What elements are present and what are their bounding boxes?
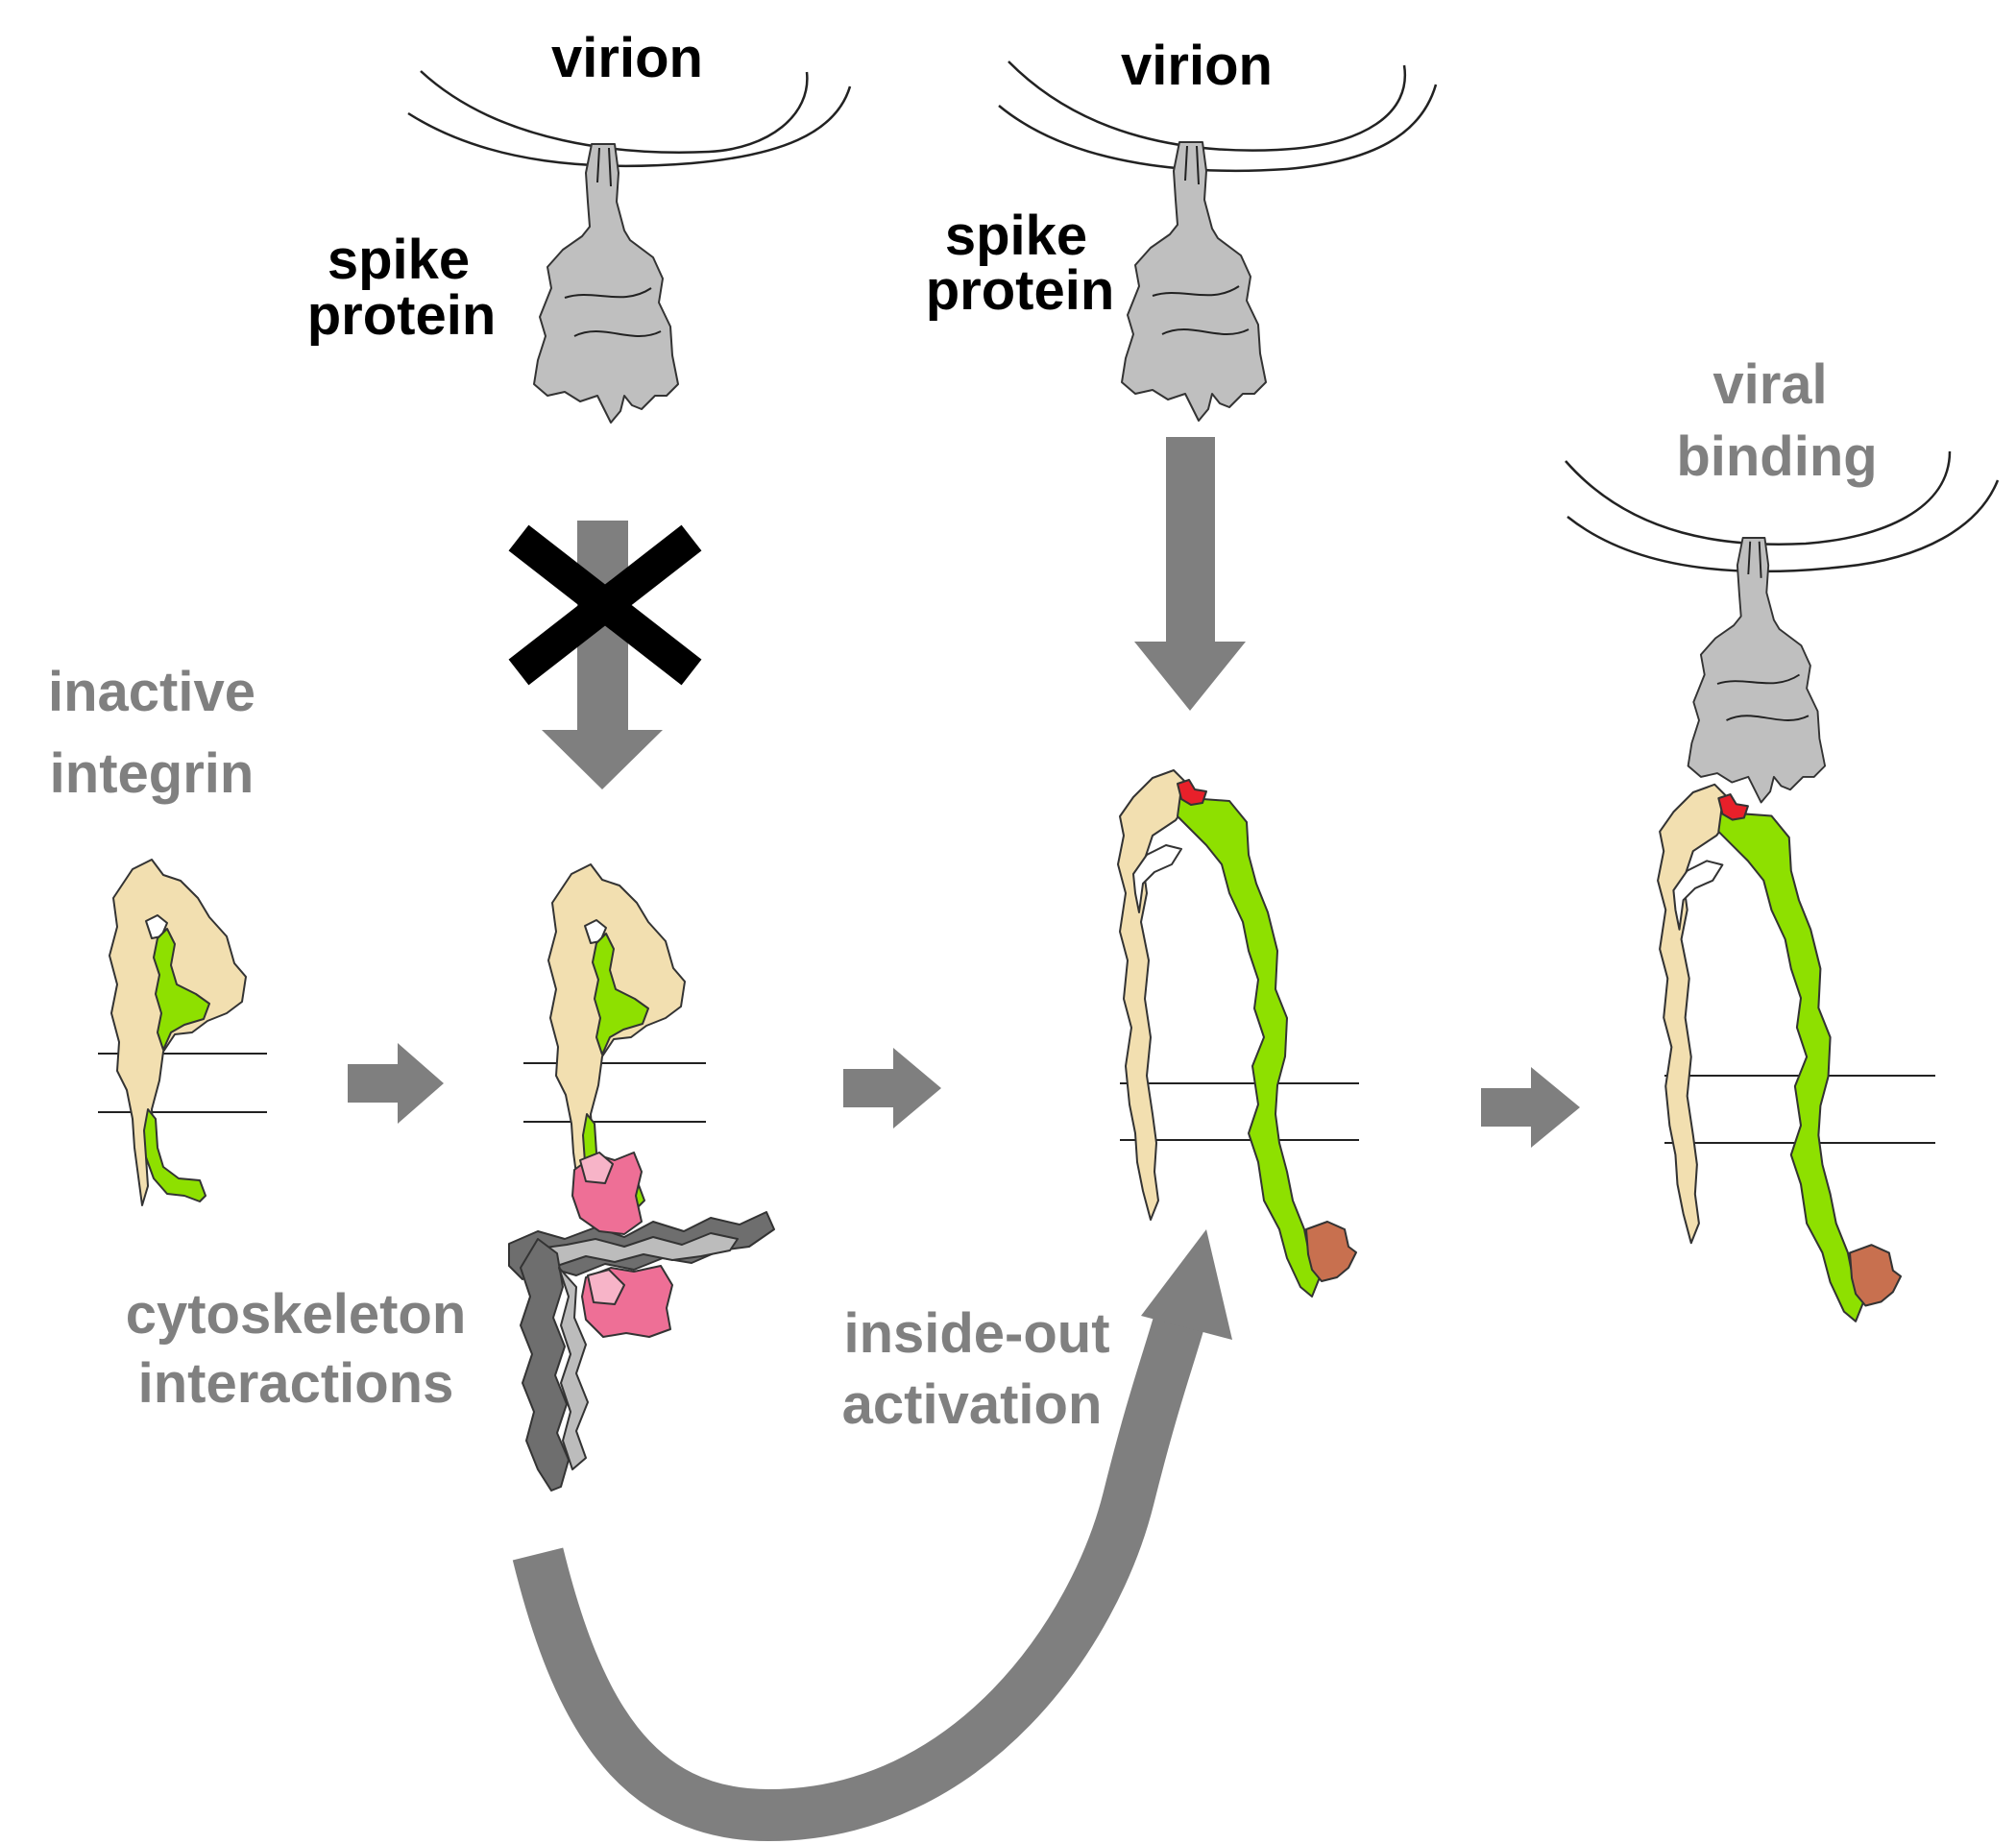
virion-middle-label: virion bbox=[1121, 35, 1273, 97]
spike-middle-label-line1: spike bbox=[945, 205, 1087, 267]
inactive-integrin-label-line2: integrin bbox=[50, 742, 255, 805]
virion-middle: virion spike protein bbox=[926, 35, 1438, 422]
actin-filaments bbox=[508, 1211, 775, 1492]
virion-right-membrane-outer bbox=[1565, 450, 1952, 546]
bent-integrin-center bbox=[547, 863, 686, 1211]
virion-right-membrane-inner bbox=[1567, 479, 2000, 573]
spike-protein-left bbox=[533, 143, 679, 424]
inside-out-arrow-head bbox=[1141, 1229, 1232, 1340]
inside-out-arrow-curve bbox=[512, 1313, 1204, 1842]
spike-protein-middle bbox=[1121, 141, 1267, 422]
virion-middle-membrane-inner bbox=[998, 84, 1438, 173]
virion-left: virion spike protein bbox=[307, 27, 852, 424]
blocked-arrow-shape bbox=[542, 521, 663, 789]
inside-out-label-line2: activation bbox=[842, 1373, 1103, 1436]
virion-left-membrane-inner bbox=[407, 85, 852, 168]
viral-binding-label-line2: binding bbox=[1676, 425, 1877, 488]
virion-left-label: virion bbox=[551, 27, 703, 89]
inactive-integrin-label-line1: inactive bbox=[48, 661, 255, 723]
cytoskeleton-label-line1: cytoskeleton bbox=[126, 1283, 467, 1346]
extended-integrin-bound bbox=[1657, 783, 1903, 1322]
right-arrow-1 bbox=[348, 1043, 444, 1124]
spike-middle-label-line2: protein bbox=[926, 259, 1115, 322]
right-arrow-2 bbox=[843, 1048, 941, 1128]
right-arrow-3 bbox=[1481, 1067, 1580, 1148]
talin-proteins bbox=[571, 1152, 673, 1338]
bent-integrin-left bbox=[109, 859, 247, 1206]
spike-left-label-line1: spike bbox=[328, 229, 470, 291]
active-integrin-unbound bbox=[1117, 769, 1359, 1298]
virion-left-membrane-outer bbox=[420, 70, 809, 154]
spike-left-label-line2: protein bbox=[307, 284, 497, 347]
virion-middle-membrane-outer bbox=[1008, 61, 1407, 152]
cytoskeleton-label-line2: interactions bbox=[138, 1352, 454, 1415]
extended-integrin-center bbox=[1117, 769, 1357, 1298]
integrin-with-cytoskeleton bbox=[508, 863, 775, 1492]
down-arrow-middle bbox=[1134, 437, 1246, 711]
inactive-integrin bbox=[98, 859, 267, 1206]
inside-out-arrow bbox=[512, 1229, 1232, 1842]
viral-binding-label-line1: viral bbox=[1712, 353, 1827, 416]
viral-binding-complex: viral binding bbox=[1565, 353, 2000, 1322]
blocked-arrow bbox=[508, 521, 702, 789]
inside-out-label-line1: inside-out bbox=[843, 1302, 1109, 1365]
spike-protein-bound bbox=[1687, 537, 1827, 804]
block-cross-icon bbox=[508, 524, 702, 686]
